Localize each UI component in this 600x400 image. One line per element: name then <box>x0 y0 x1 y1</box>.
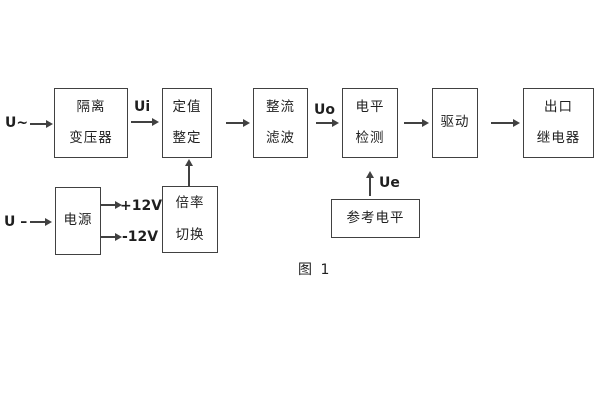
block-label: 电平 <box>355 98 385 115</box>
arrow-right-icon <box>101 236 116 238</box>
block-label: 整流 <box>266 98 295 115</box>
block-label: 切换 <box>175 226 205 243</box>
signal-label-ui: Ui <box>134 99 151 115</box>
block-rectifier-filter: 整流 滤波 <box>253 88 308 158</box>
block-label: 倍率 <box>175 195 205 211</box>
block-reference-level: 参考电平 <box>331 199 420 238</box>
signal-label-minus12v: -12V <box>122 229 159 245</box>
arrow-up-icon <box>369 177 371 196</box>
arrow-right-icon <box>226 122 244 124</box>
arrow-right-icon <box>101 204 116 206</box>
arrow-right-icon <box>30 123 47 125</box>
signal-label-u-dc: U – <box>4 214 28 230</box>
signal-label-uo: Uo <box>314 102 335 118</box>
block-label: 变压器 <box>69 130 113 146</box>
block-label: 出口 <box>544 98 573 115</box>
block-setpoint-adjust: 定值 整定 <box>162 88 212 158</box>
signal-label-u-ac: U~ <box>5 115 29 131</box>
arrow-right-icon <box>491 122 514 124</box>
signal-label-plus12v: +12V <box>120 198 163 214</box>
signal-label-ue: Ue <box>379 175 400 191</box>
arrow-right-icon <box>316 122 333 124</box>
block-multiplier-switch: 倍率 切换 <box>162 186 218 253</box>
arrow-right-icon <box>30 221 46 223</box>
block-drive: 驱动 <box>432 88 478 158</box>
block-label: 隔离 <box>76 98 106 115</box>
block-label: 继电器 <box>536 130 581 146</box>
block-label: 参考电平 <box>346 209 405 226</box>
arrow-up-icon <box>188 165 190 186</box>
block-level-detect: 电平 检测 <box>342 88 398 158</box>
block-label: 定值 <box>172 98 202 115</box>
block-label: 电源 <box>63 212 93 229</box>
block-isolation-transformer: 隔离 变压器 <box>54 88 128 158</box>
block-label: 滤波 <box>266 130 295 146</box>
arrow-right-icon <box>404 122 423 124</box>
block-label: 驱动 <box>440 114 470 131</box>
block-output-relay: 出口 继电器 <box>523 88 594 158</box>
arrow-right-icon <box>131 121 153 123</box>
block-label: 检测 <box>355 130 385 146</box>
block-label: 整定 <box>172 130 202 146</box>
figure-caption: 图 1 <box>298 262 332 278</box>
block-power-supply: 电源 <box>55 187 101 255</box>
